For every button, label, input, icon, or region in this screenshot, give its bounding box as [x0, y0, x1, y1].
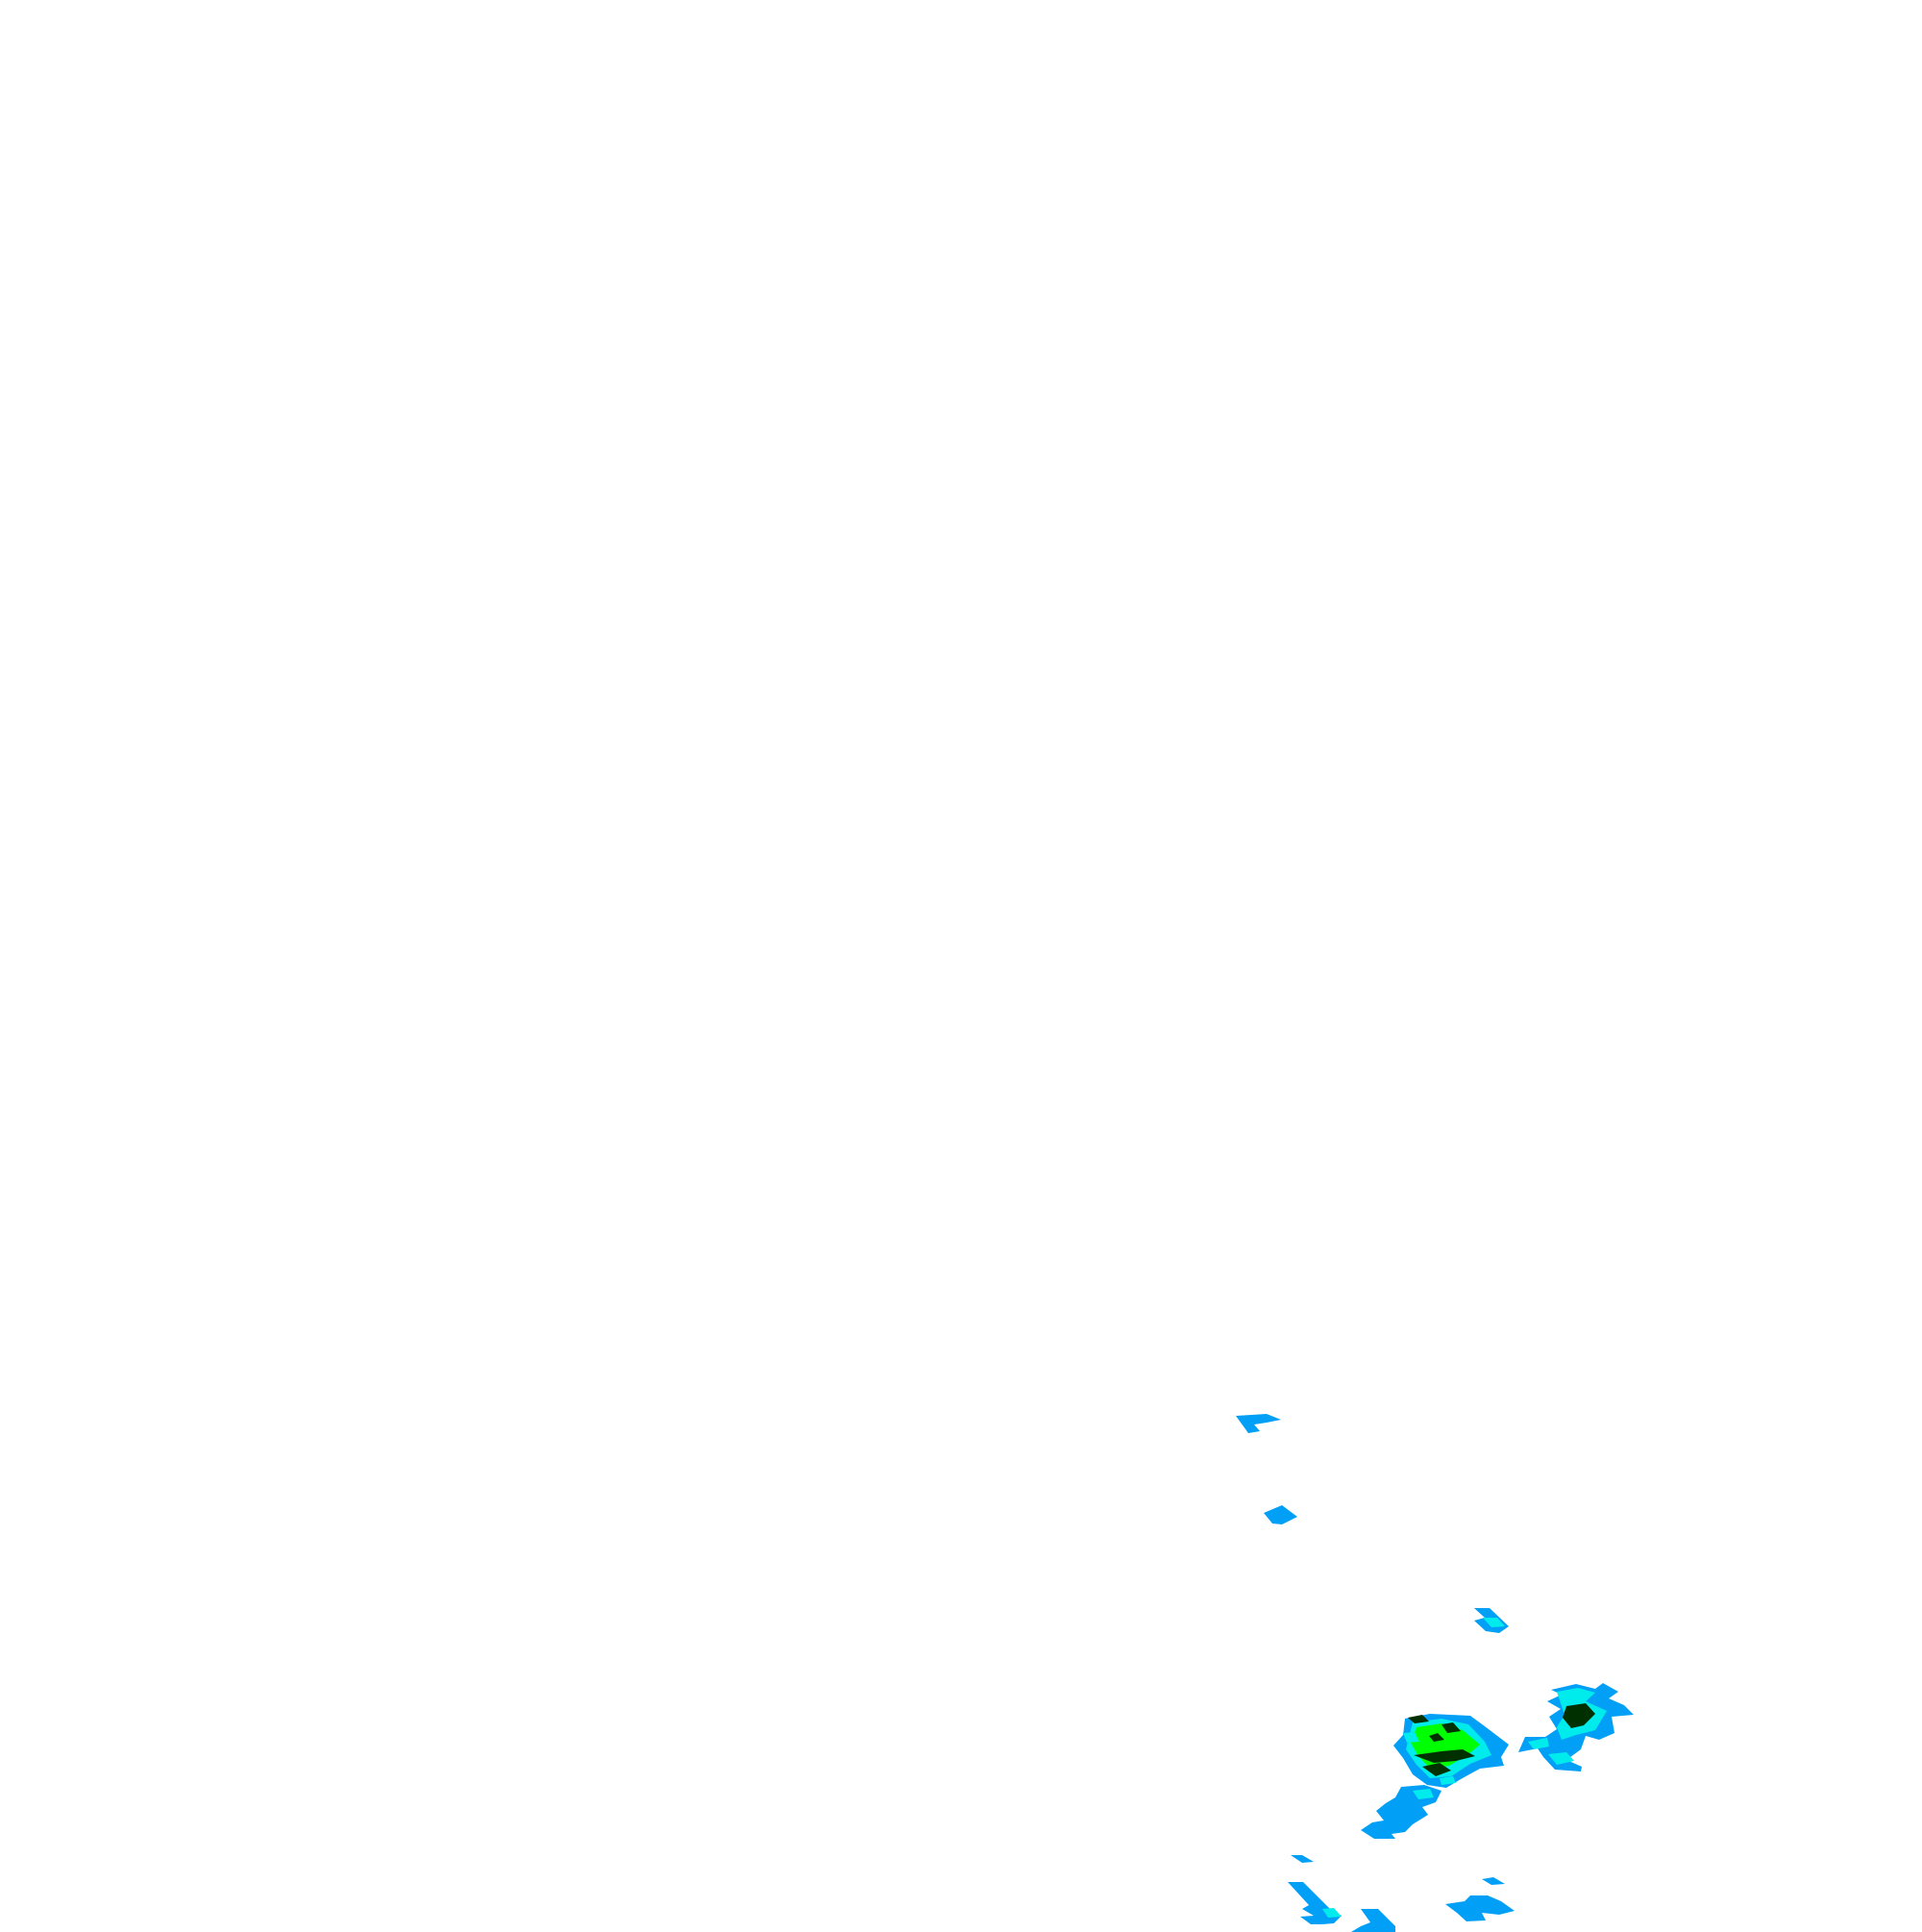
echo-pixel [1291, 1855, 1314, 1863]
echo-cell-north-2 [1264, 1505, 1297, 1524]
echo-pixel [1483, 1618, 1505, 1627]
echo-pixel [1445, 1895, 1515, 1921]
echo-pixel [1528, 1738, 1549, 1749]
echo-pixel [1414, 1749, 1475, 1763]
echo-pixel [1442, 1722, 1461, 1733]
echo-pixel [1422, 1763, 1451, 1776]
echo-cell-core-west [1393, 1714, 1509, 1788]
echo-pixel [1548, 1752, 1574, 1765]
echo-pixel [1264, 1505, 1297, 1524]
echo-pixel [1351, 1909, 1395, 1932]
echo-pixel [1322, 1908, 1342, 1918]
echo-pixel [1563, 1703, 1595, 1728]
echo-pixel [1403, 1732, 1419, 1743]
echo-cell-south [1288, 1855, 1515, 1932]
echo-pixel [1429, 1733, 1444, 1742]
echo-pixel [1440, 1776, 1456, 1785]
echo-cell-mid [1474, 1608, 1509, 1633]
echo-pixel [1408, 1715, 1429, 1723]
echo-cell-core-east [1518, 1683, 1634, 1771]
echo-pixel [1413, 1789, 1434, 1799]
echo-pixel [1236, 1414, 1281, 1433]
echo-cell-north-1 [1236, 1414, 1281, 1433]
echo-cell-tail [1361, 1785, 1442, 1839]
echo-pixel [1482, 1877, 1505, 1885]
